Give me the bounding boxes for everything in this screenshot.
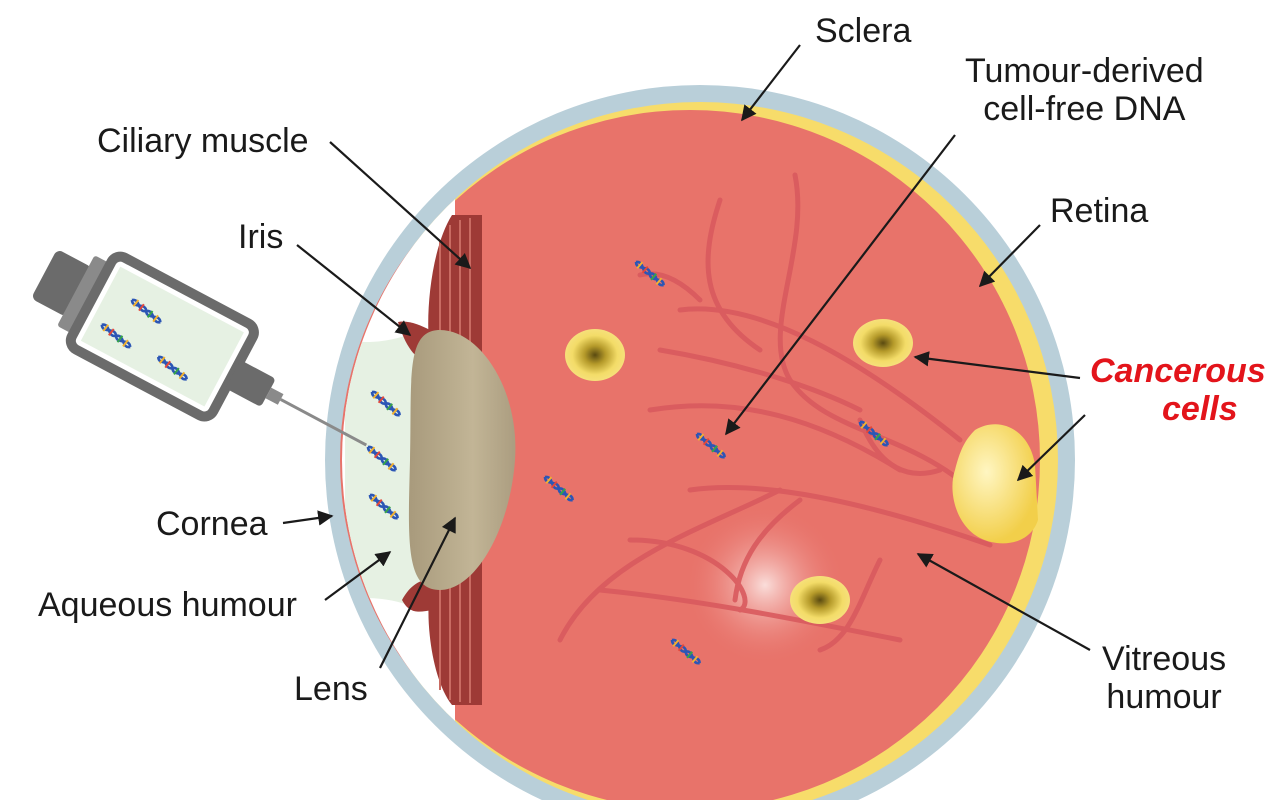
label-iris: Iris: [238, 218, 283, 256]
label-aqueous-humour: Aqueous humour: [38, 586, 297, 624]
cancer-cell: [565, 329, 625, 381]
label-vitreous-humour: Vitreous humour: [1102, 640, 1226, 716]
label-cancerous-line2: cells: [1090, 390, 1266, 428]
label-cancerous-line1: Cancerous: [1090, 352, 1266, 390]
label-cfdna-line2: cell-free DNA: [965, 90, 1204, 128]
label-cornea: Cornea: [156, 505, 268, 543]
label-cfdna-line1: Tumour-derived: [965, 52, 1204, 90]
label-vitreous-line1: Vitreous: [1102, 640, 1226, 678]
label-cancerous-cells: Cancerous cells: [1090, 352, 1266, 428]
label-retina: Retina: [1050, 192, 1148, 230]
arrow-cornea: [283, 516, 332, 523]
label-ciliary-muscle: Ciliary muscle: [97, 122, 309, 160]
label-vitreous-line2: humour: [1102, 678, 1226, 716]
cancer-cell: [853, 319, 913, 367]
label-lens: Lens: [294, 670, 368, 708]
label-sclera: Sclera: [815, 12, 911, 50]
label-cfdna: Tumour-derived cell-free DNA: [965, 52, 1204, 128]
eyeball: [320, 85, 1075, 800]
cancer-cell: [790, 576, 850, 624]
